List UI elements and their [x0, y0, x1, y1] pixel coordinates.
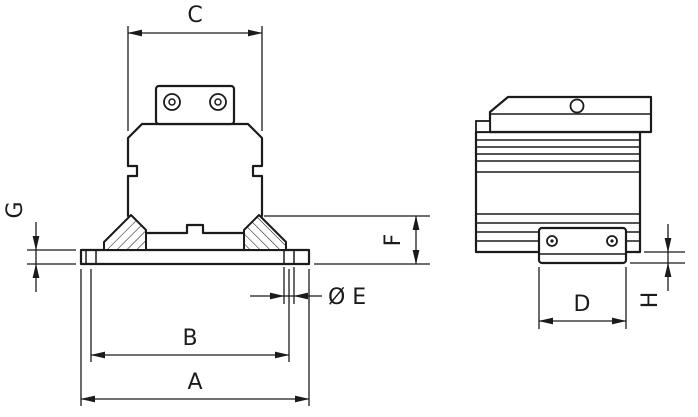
dimension-b: B [90, 269, 290, 362]
foot-clamp-right [243, 214, 287, 251]
screw-left [163, 93, 181, 111]
base-plate [79, 248, 311, 266]
dimension-a-label: A [187, 370, 202, 395]
dimension-g-label: G [3, 201, 28, 218]
screw-right [209, 93, 227, 111]
profile-body [126, 122, 264, 235]
dimension-c-label: C [187, 3, 202, 28]
dimension-e: Ø E [250, 267, 366, 310]
dimension-h-label: H [638, 292, 663, 309]
side-view: D H [474, 95, 685, 329]
plate-hole [569, 98, 585, 114]
dimension-d: D [538, 267, 627, 329]
top-clamp-bracket [154, 84, 236, 126]
dimension-b-label: B [182, 326, 197, 351]
dimension-a: A [80, 269, 310, 406]
top-slide-plate [475, 95, 653, 134]
dimension-f: F [264, 215, 430, 265]
front-view: C G F Ø E [3, 3, 430, 406]
side-foot-bracket [537, 226, 628, 265]
foot-clamp-left [103, 214, 147, 251]
dimension-f-label: F [381, 234, 406, 247]
dimension-g: G [3, 201, 76, 292]
plate-end-step [475, 120, 491, 133]
dimension-c: C [127, 3, 263, 131]
dimension-h: H [630, 224, 685, 308]
dimension-d-label: D [574, 292, 591, 317]
dimension-e-label: Ø E [328, 285, 366, 310]
